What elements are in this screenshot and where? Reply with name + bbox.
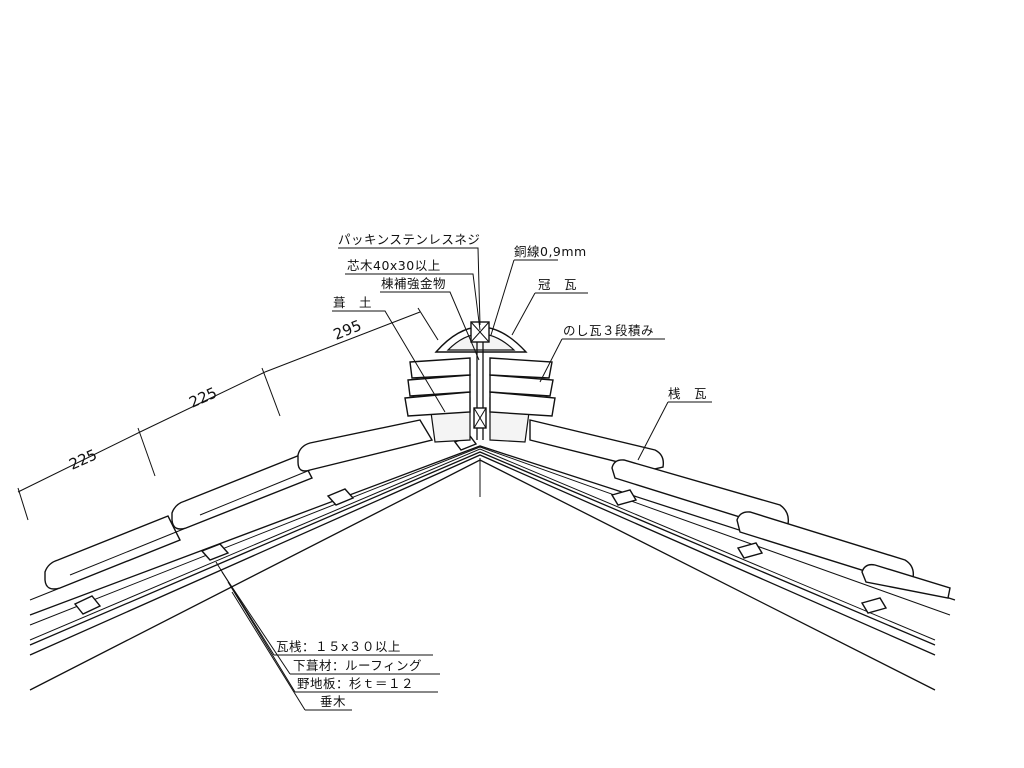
roof-structure [29,445,956,691]
label-sheathing: 野地板：杉ｔ＝１２ [297,676,414,691]
label-underlay: 下葺材：ルーフィング [293,658,422,673]
dimension-295: 295 [331,316,364,343]
label-ridge-bracket: 棟補強金物 [381,276,446,291]
label-packing-screw: パッキンステンレスネジ [338,232,480,247]
label-rafter: 垂木 [320,694,346,709]
label-mortar: 葺 土 [333,295,372,310]
label-noshi-tile: のし瓦３段積み [563,323,654,338]
label-crown-tile: 冠 瓦 [538,277,577,292]
label-batten: 瓦桟：１５x３０以上 [276,639,401,654]
label-copper-wire: 銅線0,9mm [514,244,587,259]
leader-lines-top [332,247,712,461]
label-core-wood: 芯木40x30以上 [347,258,441,273]
dimension-lines [17,307,439,521]
ridge-assembly [404,321,556,443]
dimension-225-middle: 225 [186,384,219,412]
left-field-tiles [29,419,478,615]
dimension-225-left: 225 [66,446,99,474]
right-field-tiles [529,419,951,614]
label-field-tile: 桟 瓦 [668,386,707,401]
leader-lines-bottom [215,561,440,711]
